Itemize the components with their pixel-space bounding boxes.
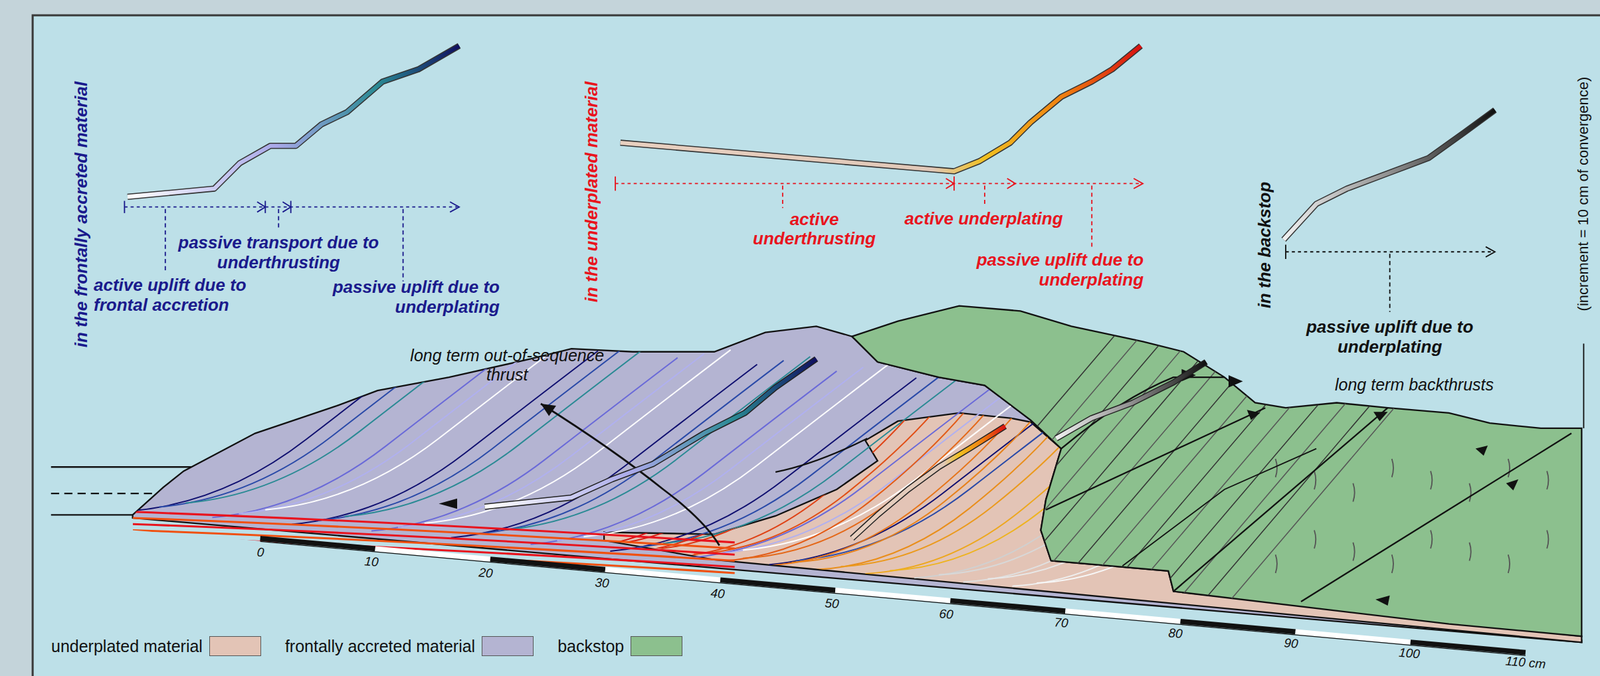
scale-number: 100 xyxy=(1398,645,1420,663)
thrust-line xyxy=(451,364,758,539)
annotation: passive transport due to underthrusting xyxy=(168,233,389,274)
thrust-line xyxy=(792,389,1058,563)
fabric-line xyxy=(971,320,1206,597)
thrust-line xyxy=(571,376,837,550)
annotation: passive uplift due to underplating xyxy=(300,278,500,319)
scale-number: 80 xyxy=(1168,625,1184,642)
legend-text: backstop xyxy=(557,637,624,657)
marker-tick xyxy=(1392,554,1394,574)
scale-number: 60 xyxy=(938,606,954,623)
vertical-heading: in the backstop xyxy=(1255,181,1276,309)
annotation: long term out-of-sequence thrust xyxy=(394,346,620,385)
annotation: active uplift due to frontal accretion xyxy=(93,275,280,316)
scale-bar xyxy=(490,559,606,571)
scale-bar xyxy=(950,601,1066,612)
fabric-line xyxy=(1093,330,1329,607)
fabric-line xyxy=(1118,333,1353,610)
legend: underplated material frontally accreted m… xyxy=(51,636,707,657)
thrust-line xyxy=(211,344,519,518)
scale-number: 30 xyxy=(594,576,610,593)
marker-tick xyxy=(1392,459,1394,478)
marker-tick xyxy=(1275,554,1278,574)
marker-tick xyxy=(1430,530,1432,549)
thrust-line xyxy=(742,385,1008,559)
vertical-heading: in the underplated material xyxy=(582,81,602,303)
scale-bar xyxy=(260,538,376,550)
basal-thrust xyxy=(132,542,735,574)
basal-thrust xyxy=(132,536,735,568)
fabric-line xyxy=(1045,326,1280,603)
annotation: active underplating xyxy=(904,209,1063,230)
thrust-line xyxy=(767,392,1033,566)
vertical-heading: (increment = 10 cm of convergence) xyxy=(1575,76,1593,311)
fabric-line xyxy=(996,322,1231,599)
marker-tick xyxy=(1469,542,1471,562)
backstop-lines xyxy=(897,314,1549,617)
basal-thrust xyxy=(132,530,735,561)
marker-tick xyxy=(1546,530,1549,549)
marker-tick xyxy=(1546,471,1549,490)
scale-number: 70 xyxy=(1053,615,1070,632)
annotation: long term backthrusts xyxy=(1334,375,1494,395)
marker-tick xyxy=(1314,530,1316,549)
annotation: active underthrusting xyxy=(741,209,888,250)
legend-text: frontally accreted material xyxy=(285,637,476,657)
marker-tick xyxy=(1508,459,1510,478)
scale-number: 40 xyxy=(709,586,725,602)
scale-bar-edge xyxy=(260,541,1526,656)
marker-tick xyxy=(1352,542,1355,562)
fabric-line xyxy=(1020,324,1256,601)
scale-number: 0 xyxy=(255,545,264,561)
scale-bar xyxy=(605,570,721,581)
legend-item: backstop xyxy=(557,636,683,657)
marker-tick xyxy=(1508,554,1510,574)
scale-bar xyxy=(835,590,951,602)
scale-bar xyxy=(1180,621,1296,633)
legend-swatch xyxy=(630,636,683,657)
annotation: passive uplift due to underplating xyxy=(1290,317,1490,358)
thrust-line xyxy=(132,337,440,511)
thrust-line xyxy=(693,380,959,555)
marker-tick xyxy=(1352,483,1355,503)
scale-number: 20 xyxy=(478,565,494,582)
vertical-heading: in the frontally accreted material xyxy=(71,81,92,347)
legend-item: underplated material xyxy=(51,636,262,657)
marker-tick xyxy=(1430,471,1432,490)
scale-number: 90 xyxy=(1283,635,1299,652)
scale-bar xyxy=(375,548,491,560)
scale-number: 10 xyxy=(364,554,380,571)
marker-tick xyxy=(1275,459,1278,478)
fabric-line xyxy=(1069,328,1304,605)
scale-bar xyxy=(1065,611,1181,622)
scale-bar xyxy=(1410,642,1526,654)
legend-text: underplated material xyxy=(51,637,203,657)
scale-number: 50 xyxy=(823,596,840,612)
legend-item: frontally accreted material xyxy=(285,636,534,657)
marker-tick xyxy=(1469,483,1471,503)
fabric-line xyxy=(946,318,1182,595)
legend-swatch xyxy=(481,636,534,657)
annotation: passive uplift due to underplating xyxy=(944,250,1144,291)
fabric-line xyxy=(897,314,1133,591)
scale-bar xyxy=(720,580,836,591)
marker-tick xyxy=(1314,471,1316,490)
scale-bar xyxy=(1295,631,1411,643)
legend-swatch xyxy=(209,636,262,657)
